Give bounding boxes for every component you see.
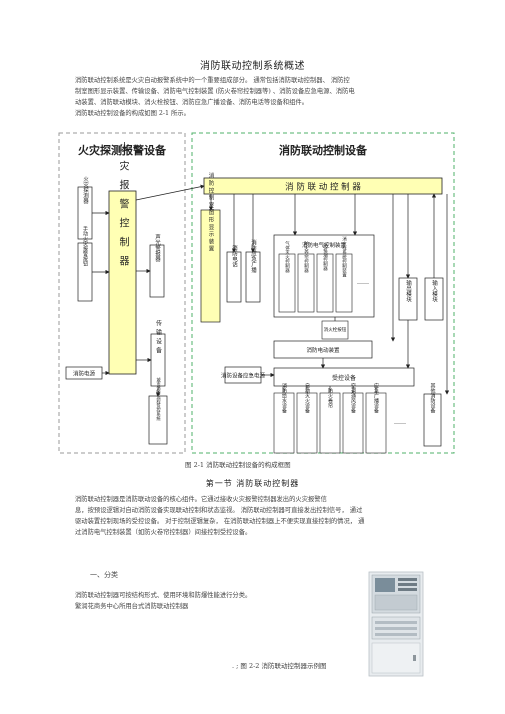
fire-alarm-controller-label: 火灾报警控制器 — [117, 141, 129, 274]
intro-line: 消防联动控制系统是火灾自动报警系统中的一个重要组成部分。 通常包括消防联动控制器… — [75, 77, 350, 84]
elec-control-item-label: 气体灭火控制器 — [285, 240, 290, 274]
elec-control-item-label: 消火栓系统控制装置 — [342, 236, 347, 279]
class-line: 繁润花商务中心所用台式消防联动控制器 — [75, 603, 189, 610]
right-group-title: 消防联动控制设备 — [279, 143, 368, 157]
intro-line: 动装置、消防联动模块、消火栓按钮、消防应急广播设备、消防电话等设备和组件。 — [75, 99, 308, 106]
intro-line: 制室图形显示装置、传输设备、消防电气控制装置 (防火卷帘控制器等) 、消防设备应… — [75, 88, 355, 95]
elec-control-item — [297, 253, 315, 313]
input-module-label: 输入模块 — [431, 279, 438, 304]
main-controller-label: 消 防 联 动 控 制 器 — [285, 182, 361, 193]
section-line: 消防联动控制器是消防联动设备的核心组件。它通过接收火灾报警控制器发出的火灾报警信 — [75, 496, 327, 503]
controller-cabinet-image — [368, 571, 424, 677]
section-line: 息，按预设逻辑对自动消防设备实现联动控制和状态监视。 消防联动控制器可直接发出控… — [75, 507, 363, 514]
device-item-label: 防火卷帘 — [327, 387, 333, 409]
section-line: 驱动装置控制现场的受控设备。 对于控制逻辑复杂， 在消防联动控制器上不便实现直接… — [75, 518, 365, 525]
elec-control-title: 消防电气控制装置 — [302, 241, 347, 249]
elec-control-item-label: 防火卷帘控制器 — [304, 240, 309, 274]
figure1-caption: 图 2-1 消防联动控制设备的构成框图 — [185, 461, 291, 469]
broadcast-label: 消防应急广播 — [250, 238, 257, 274]
subsection-title: 一、分类 — [90, 571, 118, 579]
device-item-label: 应急广播设备 — [373, 382, 379, 414]
elec-control-item — [335, 253, 353, 313]
transmission-label: 传输设备 — [155, 319, 162, 356]
device-item-label: 自动灭火设备 — [304, 382, 310, 414]
other-devices-box — [423, 393, 442, 447]
electric-device-label: 消防电动装置 — [306, 346, 340, 354]
elec-control-item — [278, 253, 296, 313]
device-group-title: 受控设备 — [332, 374, 356, 382]
detector-label: 火灾探测器 — [82, 176, 89, 205]
connector-lines — [92, 184, 450, 397]
device-item-label: 消防给水设备 — [281, 382, 287, 414]
right-group-frame — [191, 132, 455, 454]
intro-line: 消防联动控制设备的构成如图 2-1 所示。 — [75, 110, 190, 117]
intro-paragraph: 消防联动控制系统是火灾自动报警系统中的一个重要组成部分。 通常包括消防联动控制器… — [75, 75, 435, 119]
structure-diagram: 火灾探测报警设备 消防联动控制设备 消 防 联 动 控 制 器 火灾探测器 手动… — [58, 132, 455, 454]
emergency-power-label: 消防设备应急电源 — [221, 372, 266, 380]
device-item-ellipsis: …… — [394, 419, 406, 426]
left-group-title: 火灾探测报警设备 — [78, 143, 167, 157]
sound-light-alarm-label: 声光警报器 — [154, 233, 161, 263]
class-line: 消防联动控制器可按结构形式、使用环境和防爆性能进行分类。 — [75, 592, 252, 599]
elec-control-ellipsis: …… — [357, 279, 369, 286]
manual-button-label: 手动火灾报警按钮 — [82, 225, 88, 267]
elec-control-item — [316, 253, 334, 313]
monitoring-system-label: 城市消防远程监控系统 — [156, 376, 161, 422]
other-devices-label: 其他消防设备 — [430, 383, 436, 414]
section-line: 过消防电气控制装置（如防火卷帘控制器）间接控制受控设备。 — [75, 529, 252, 536]
fire-alarm-controller-box — [108, 190, 137, 375]
output-module-label: 输出模块 — [405, 279, 412, 304]
page-title: 消防联动控制系统概述 — [200, 61, 305, 72]
fire-phone-label: 消防电话 — [231, 244, 238, 269]
class-paragraph: 消防联动控制器可按结构形式、使用环境和防爆性能进行分类。 繁润花商务中心所用台式… — [75, 590, 355, 612]
graphic-display-label: 消防控制室图形显示装置 — [208, 172, 215, 253]
fire-power-label: 消防电源 — [73, 370, 96, 378]
hydrant-button-label: 消火栓按钮 — [324, 326, 347, 333]
device-item-label: 空调通风设备 — [350, 382, 356, 414]
figure2-caption: . ; 图 2-2 消防联动控制器示例图 — [232, 662, 327, 670]
left-group-frame — [58, 132, 186, 454]
section-paragraph: 消防联动控制器是消防联动设备的核心组件。它通过接收火灾报警控制器发出的火灾报警信… — [75, 494, 435, 538]
elec-control-item-label: 防排烟控制器 — [323, 242, 328, 272]
section-title: 第一节 消防联动控制器 — [205, 479, 300, 488]
